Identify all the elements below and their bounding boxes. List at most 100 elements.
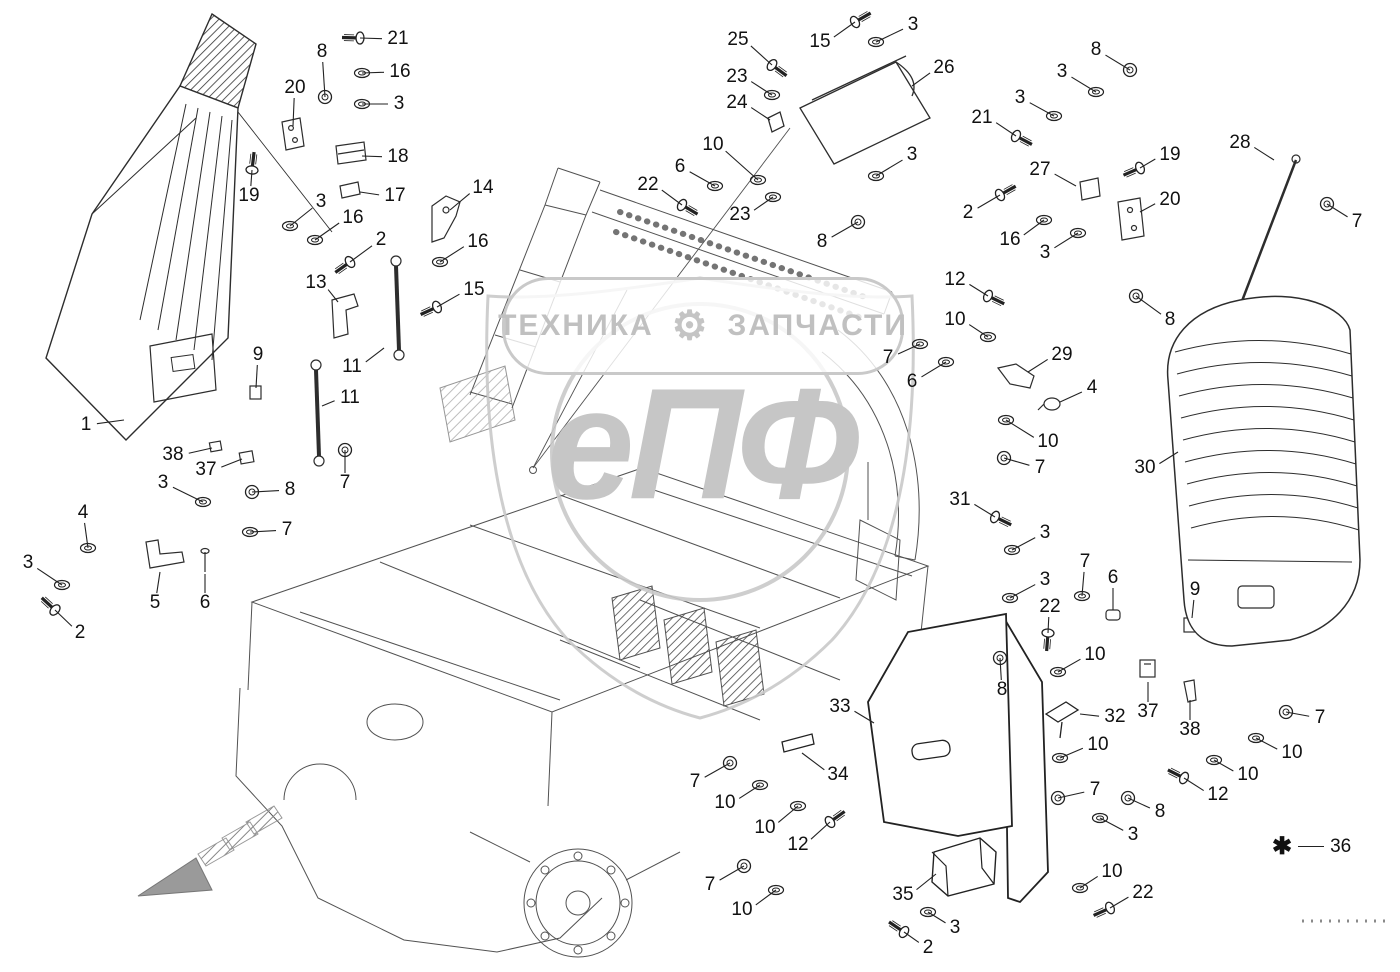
washer-glyph: [767, 884, 785, 896]
leader-line: [1009, 584, 1036, 599]
washer-glyph: [867, 170, 885, 182]
washer-glyph: [1071, 882, 1089, 894]
bolt-glyph: [1010, 129, 1033, 147]
leader-line: [289, 207, 313, 227]
bolt-glyph: [1122, 161, 1146, 178]
leader-line: [1139, 203, 1156, 213]
washer-glyph: [749, 174, 767, 186]
footnote-dash: [1298, 846, 1325, 847]
leader-line: [359, 191, 380, 196]
washer-glyph: [763, 89, 781, 101]
leader-line: [221, 458, 243, 468]
nut-glyph: [850, 214, 866, 230]
bolt-glyph: [334, 255, 356, 275]
leader-line: [999, 657, 1002, 681]
leader-line: [1059, 391, 1083, 403]
leader-line: [1326, 203, 1348, 218]
bolt-glyph: [989, 510, 1012, 528]
leader-line: [1005, 419, 1035, 438]
leader-line: [255, 364, 258, 389]
leader-line: [1027, 359, 1048, 373]
leader-line: [1139, 158, 1156, 169]
nut-glyph: [1120, 790, 1136, 806]
leader-line: [1159, 451, 1179, 465]
bolt-glyph: [766, 58, 788, 78]
nut-glyph: [244, 484, 260, 500]
nut-glyph: [317, 89, 333, 105]
washer-glyph: [789, 800, 807, 812]
leader-line: [777, 805, 799, 823]
washer-glyph: [997, 414, 1015, 426]
leader-line: [1071, 76, 1097, 93]
bolt-glyph: [994, 184, 1017, 202]
bolt-glyph: [849, 11, 872, 29]
washer-glyph: [1205, 754, 1223, 766]
washer-glyph: [919, 906, 937, 918]
leader-line: [854, 710, 875, 724]
washer-glyph: [1051, 752, 1069, 764]
washer-glyph: [1069, 227, 1087, 239]
leader-line: [36, 567, 63, 586]
leader-line: [188, 447, 213, 454]
leader-line: [322, 61, 326, 98]
washer-glyph: [1003, 544, 1021, 556]
leader-line: [969, 283, 989, 297]
leader-line: [1003, 457, 1030, 466]
leader-line: [1254, 147, 1275, 161]
bolt-glyph: [1092, 901, 1116, 918]
bolt-glyph: [888, 920, 910, 939]
washer-glyph: [353, 67, 371, 79]
leader-line: [1099, 817, 1124, 831]
right-hood-panel: [1166, 295, 1361, 647]
washer-glyph: [1035, 214, 1053, 226]
leader-line: [1213, 759, 1234, 772]
leader-line: [1057, 658, 1081, 673]
washer-glyph: [937, 356, 955, 368]
leader-line: [1054, 173, 1077, 187]
leader-line: [439, 246, 465, 263]
leader-line: [1105, 54, 1131, 71]
nut-glyph: [722, 755, 738, 771]
washer-glyph: [979, 331, 997, 343]
nut-glyph: [992, 650, 1008, 666]
washer-glyph: [306, 234, 324, 246]
washer-glyph: [751, 779, 769, 791]
leader-line: [314, 222, 340, 241]
leader-line: [875, 159, 903, 177]
footnote-asterisk: ✱: [1272, 833, 1293, 860]
leader-line: [1047, 616, 1050, 634]
leader-line: [1127, 797, 1151, 809]
leader-line: [921, 361, 947, 378]
leader-line: [1029, 102, 1055, 117]
leader-line: [96, 419, 125, 425]
leader-line: [719, 865, 745, 881]
washer-glyph: [1045, 110, 1063, 122]
nut-glyph: [1278, 704, 1294, 720]
leader-line: [156, 571, 161, 594]
bolt-glyph: [245, 151, 259, 175]
washer-glyph: [431, 256, 449, 268]
leader-line: [1054, 232, 1079, 249]
direction-arrow: [137, 805, 283, 897]
nut-glyph: [736, 858, 752, 874]
washer-glyph: [53, 579, 71, 591]
leader-line: [738, 784, 761, 799]
leader-line: [321, 400, 335, 407]
washer-glyph: [1247, 732, 1265, 744]
washer-glyph: [867, 36, 885, 48]
washer-glyph: [1073, 590, 1091, 602]
bolt-glyph: [1167, 767, 1190, 785]
leader-line: [361, 155, 383, 158]
leader-line: [249, 529, 277, 533]
leader-line: [1255, 737, 1278, 750]
leader-line: [750, 81, 773, 96]
washer-glyph: [353, 98, 371, 110]
leader-line: [1023, 219, 1045, 236]
washer-glyph: [1091, 812, 1109, 824]
washer-glyph: [79, 542, 97, 554]
footnote-label: 36: [1330, 835, 1352, 857]
leader-line: [1057, 791, 1085, 799]
washer-glyph: [1001, 592, 1019, 604]
leader-line: [365, 347, 385, 363]
